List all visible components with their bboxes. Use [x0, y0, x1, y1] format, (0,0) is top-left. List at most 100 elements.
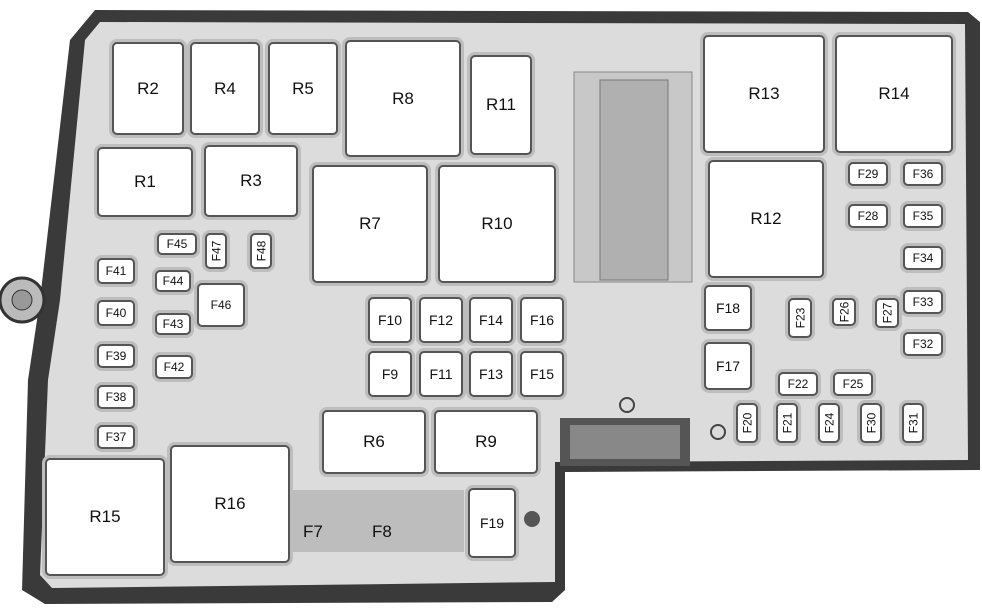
fuse-f22: F22 — [778, 372, 818, 396]
relay-label: R12 — [750, 209, 782, 228]
fuse-f24: F24 — [818, 403, 840, 443]
fuse-label: F17 — [715, 358, 741, 374]
fuse-label: F27 — [880, 302, 894, 324]
fuse-f37: F37 — [97, 425, 135, 449]
relay-r2: R2 — [112, 42, 184, 135]
fuse-f23: F23 — [788, 298, 812, 338]
relay-label: R7 — [359, 214, 381, 233]
fuse-label: F43 — [162, 317, 184, 331]
relay-r7: R7 — [312, 165, 428, 283]
relay-label: R13 — [748, 84, 780, 103]
fuse-label: F22 — [787, 377, 809, 391]
fuse-f32: F32 — [903, 332, 943, 356]
fuse-label: F29 — [857, 167, 879, 181]
fuse-label: F10 — [377, 312, 403, 328]
fuse-label: F23 — [793, 307, 807, 329]
fuse-label: F47 — [209, 240, 223, 262]
relay-r8: R8 — [345, 40, 461, 157]
fuse-label: F37 — [105, 430, 127, 444]
relay-r1: R1 — [97, 147, 193, 217]
fuse-label: F13 — [478, 366, 504, 382]
relay-label: R10 — [481, 214, 513, 233]
relay-label: R5 — [292, 78, 314, 98]
fuse-label: F38 — [105, 390, 127, 404]
fuse-label: F45 — [166, 237, 188, 251]
fuse-f36: F36 — [903, 162, 943, 186]
fuse-f41: F41 — [97, 258, 135, 284]
fuse-f30: F30 — [860, 403, 882, 443]
relay-r9: R9 — [434, 410, 538, 474]
fuse-f44: F44 — [155, 270, 191, 292]
fuse-label: F30 — [864, 412, 878, 434]
fuse-label: F41 — [105, 264, 127, 278]
fuse-f42: F42 — [155, 355, 193, 379]
fuse-f33: F33 — [903, 290, 943, 314]
relay-r16: R16 — [170, 445, 290, 563]
relay-label: R2 — [137, 78, 159, 98]
fuse-f10: F10 — [368, 297, 412, 343]
fuse-f48: F48 — [250, 233, 272, 269]
fuse-f13: F13 — [469, 351, 513, 397]
fuse-label: F16 — [529, 312, 555, 328]
fuse-label: F32 — [912, 337, 934, 351]
relay-r3: R3 — [204, 145, 298, 217]
fuse-f8: F8 — [372, 522, 392, 541]
fuse-f34: F34 — [903, 246, 943, 270]
relay-label: R1 — [134, 172, 156, 191]
fuse-f43: F43 — [155, 313, 191, 335]
fuse-f27: F27 — [875, 298, 899, 328]
fuse-label: F39 — [105, 349, 127, 363]
fuse-label: F21 — [780, 412, 794, 434]
fuse-f16: F16 — [520, 297, 564, 343]
fuse-f38: F38 — [97, 385, 135, 409]
fuse-label: F18 — [715, 300, 741, 316]
fuse-f20: F20 — [736, 403, 758, 443]
fuse-label: F12 — [428, 312, 454, 328]
relay-r15: R15 — [45, 458, 165, 576]
fuse-label: F15 — [529, 366, 555, 382]
fuse-label: F46 — [210, 298, 232, 312]
fuse-label: F36 — [912, 167, 934, 181]
relay-r13: R13 — [703, 35, 825, 153]
fuse-f39: F39 — [97, 344, 135, 368]
fuse-label: F40 — [105, 306, 127, 320]
fuse-label: F31 — [906, 412, 920, 434]
fuse-f26: F26 — [832, 298, 856, 326]
fuse-label: F19 — [479, 515, 505, 531]
fuse-label: F9 — [381, 366, 399, 382]
fuse-f35: F35 — [903, 204, 943, 228]
fuse-f46: F46 — [197, 283, 245, 327]
fuse-label: F35 — [912, 209, 934, 223]
relay-label: R15 — [89, 507, 121, 526]
fuse-f14: F14 — [469, 297, 513, 343]
relay-label: R14 — [878, 84, 910, 103]
fuse-f28: F28 — [848, 204, 888, 228]
fuse-f11: F11 — [419, 351, 463, 397]
relay-r6: R6 — [322, 410, 426, 474]
fuse-f25: F25 — [833, 372, 873, 396]
fuse-f15: F15 — [520, 351, 564, 397]
fuse-f17: F17 — [704, 342, 752, 390]
fuse-label: F34 — [912, 251, 934, 265]
relay-r5: R5 — [268, 42, 338, 135]
relay-r11: R11 — [470, 55, 532, 155]
fuse-label: F33 — [912, 295, 934, 309]
fuse-label: F26 — [837, 301, 851, 323]
relay-r14: R14 — [835, 35, 953, 153]
relay-label: R9 — [475, 432, 497, 451]
fuse-f7: F7 — [303, 522, 323, 541]
fuse-label: F14 — [478, 312, 504, 328]
fuse-label: F48 — [254, 240, 268, 262]
fuse-f21: F21 — [776, 403, 798, 443]
fuse-label: F20 — [740, 412, 754, 434]
fuse-f40: F40 — [97, 300, 135, 326]
fuse-f18: F18 — [704, 285, 752, 331]
relay-r12: R12 — [708, 160, 824, 278]
fuse-f45: F45 — [157, 233, 197, 255]
fuse-f12: F12 — [419, 297, 463, 343]
relay-label: R16 — [214, 494, 246, 513]
fuse-f19: F19 — [468, 488, 516, 558]
fuse-f31: F31 — [902, 403, 924, 443]
fuse-label: F11 — [429, 366, 453, 382]
